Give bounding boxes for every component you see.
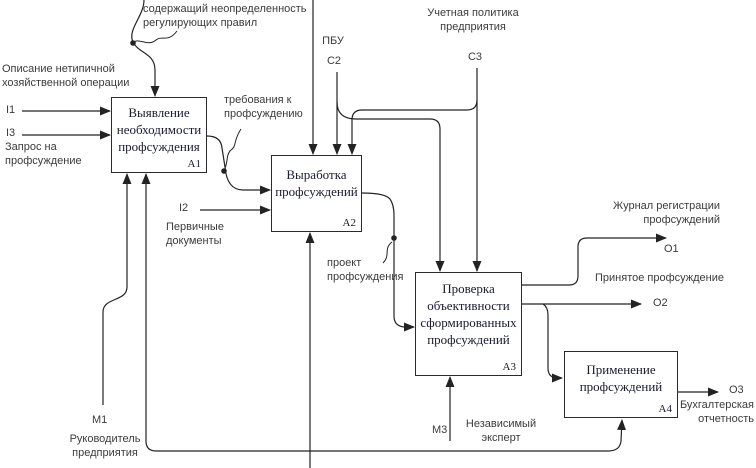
junction-dot-requirements — [221, 168, 227, 174]
activity-tag-a1: А1 — [187, 158, 201, 170]
label-c2: C2 — [326, 55, 342, 67]
label-i2: I2 — [179, 202, 189, 214]
leader-draft-label — [382, 241, 393, 264]
label-m3: M3 — [432, 424, 448, 436]
control-policy-branch-to-a2 — [347, 99, 478, 155]
output-o1-arrow — [522, 233, 667, 286]
label-accepted-judgment: Принятое профсуждение — [595, 272, 725, 284]
label-i3: I3 — [6, 127, 16, 139]
junction-dot-draft — [391, 235, 397, 241]
activity-tag-a3: А3 — [502, 361, 516, 373]
activity-title-a2: Выработка профсуждений — [275, 167, 358, 200]
activity-box-a2: Выработка профсуждений А2 — [271, 155, 362, 232]
label-judgment-request: Запрос на профсуждение — [5, 141, 82, 168]
activity-title-a4: Применение профсуждений — [579, 362, 663, 395]
leader-law-label — [133, 30, 178, 44]
mechanism-bottom-to-a1 — [141, 173, 157, 452]
activity-box-a1: Выявление необходимости профсуждения А1 — [111, 97, 207, 173]
label-c3: C3 — [467, 51, 483, 63]
activity-tag-a4: А4 — [658, 403, 672, 415]
label-primary-documents: Первичные документы — [166, 221, 224, 248]
label-accounting-policy: Учетная политика предприятия — [427, 7, 519, 34]
activity-tag-a2: А2 — [342, 217, 356, 229]
activity-title-a1: Выявление необходимости профсуждения — [116, 105, 202, 155]
mechanism-m1-to-a1 — [102, 173, 132, 405]
label-m1: M1 — [92, 414, 108, 426]
flow-a1-to-a2 — [206, 135, 271, 195]
label-pbu: ПБУ — [322, 35, 344, 47]
label-independent-expert: Независимый эксперт — [465, 418, 537, 445]
label-i1: I1 — [6, 104, 16, 116]
label-o3: O3 — [729, 384, 744, 396]
activity-title-a3: Проверка объективности сформированных пр… — [420, 281, 517, 348]
activity-box-a4: Применение профсуждений А4 — [564, 351, 678, 418]
label-atypical-operation: Описание нетипичной хозяйственной операц… — [2, 63, 130, 90]
junction-dot-law — [130, 40, 136, 46]
activity-box-a3: Проверка объективности сформированных пр… — [415, 272, 522, 376]
label-o1: O1 — [664, 243, 679, 255]
flow-a3-branch-to-a4 — [542, 303, 563, 383]
flow-a2-to-a3 — [361, 192, 415, 332]
label-o2: O2 — [653, 297, 668, 309]
label-law-uncertainty: содержащий неопределенность регулирующих… — [143, 3, 307, 30]
mechanism-bottom-to-a4 — [607, 419, 627, 452]
label-draft-judgment: проект профсуждения — [327, 257, 404, 284]
label-accounting-reports: Бухгалтерская отчетность — [679, 399, 754, 426]
label-registration-journal: Журнал регистрации профсуждений — [613, 200, 720, 227]
leader-requirements-label — [224, 128, 242, 169]
control-pbu-branch-to-a3 — [336, 101, 445, 272]
label-judgment-requirements: требования к профсуждению — [224, 94, 303, 121]
label-company-head: Руководитель предприятия — [69, 433, 141, 460]
